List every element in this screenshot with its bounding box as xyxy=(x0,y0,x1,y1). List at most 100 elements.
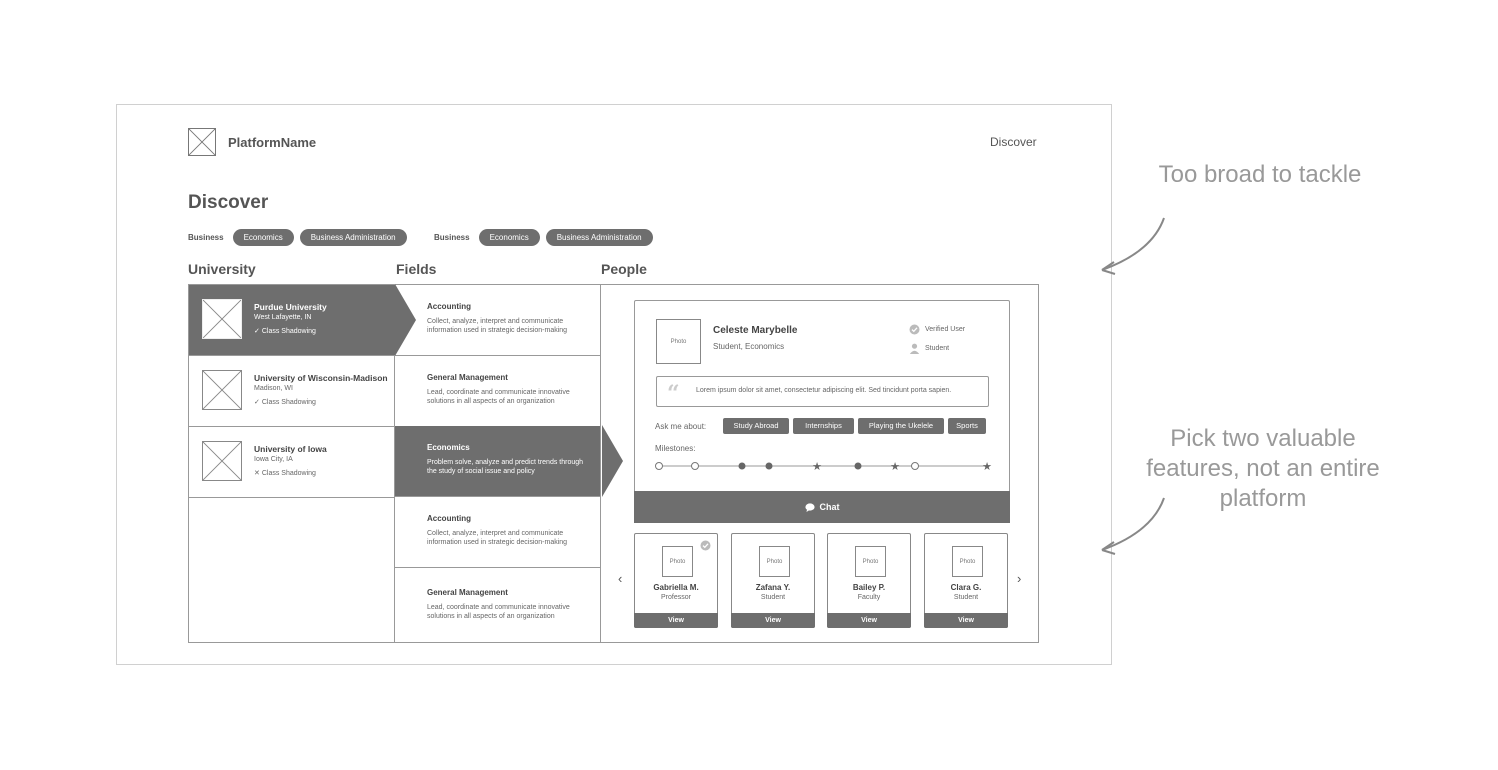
university-image-placeholder-icon xyxy=(202,370,242,410)
filter-chip-economics[interactable]: Economics xyxy=(232,229,294,246)
university-location: Iowa City, IA xyxy=(254,456,293,463)
field-card[interactable]: Economics Problem solve, analyze and pre… xyxy=(395,426,600,497)
field-name: Accounting xyxy=(427,302,471,311)
field-name: Accounting xyxy=(427,514,471,523)
university-image-placeholder-icon xyxy=(202,441,242,481)
university-list: Purdue University West Lafayette, IN ✓ C… xyxy=(189,285,395,642)
selection-arrow xyxy=(395,284,416,356)
field-description: Collect, analyze, interpret and communic… xyxy=(427,318,568,334)
chat-button[interactable]: Chat xyxy=(634,491,1010,523)
filter-chip-economics[interactable]: Economics xyxy=(478,229,540,246)
selection-arrow xyxy=(602,425,623,497)
class-shadowing-status: ✓ Class Shadowing xyxy=(254,328,316,335)
quote-text: Lorem ipsum dolor sit amet, consectetur … xyxy=(696,387,952,394)
milestone-star-icon: ★ xyxy=(982,461,992,473)
person-role: Faculty xyxy=(857,594,881,601)
profile-name: Celeste Marybelle xyxy=(713,325,798,336)
filter-label: Business xyxy=(188,233,224,242)
person-name: Gabriella M. xyxy=(653,583,699,592)
person-icon xyxy=(909,343,920,354)
milestone-done-icon xyxy=(765,462,773,470)
university-card[interactable]: University of Iowa Iowa City, IA ✕ Class… xyxy=(189,427,395,498)
university-card[interactable]: University of Wisconsin-Madison Madison,… xyxy=(189,356,395,427)
milestones-label: Milestones: xyxy=(655,444,696,453)
filter-group: Business Economics Business Administrati… xyxy=(188,229,407,246)
milestone-star-icon: ★ xyxy=(890,461,900,473)
annotation-too-broad: Too broad to tackle xyxy=(1158,161,1362,188)
profile-photo: Photo xyxy=(656,319,701,364)
university-name: University of Iowa xyxy=(254,444,327,454)
university-card[interactable]: Purdue University West Lafayette, IN ✓ C… xyxy=(189,285,395,356)
column-heading-university: University xyxy=(188,261,256,277)
annotation-pick-two: Pick two valuable features, not an entir… xyxy=(1146,425,1380,512)
column-heading-people: People xyxy=(601,261,647,277)
topic-tag[interactable]: Playing the Ukelele xyxy=(858,418,944,434)
person-role: Student xyxy=(953,594,979,601)
verified-check-icon xyxy=(700,540,711,551)
class-shadowing-status: ✕ Class Shadowing xyxy=(254,470,316,477)
person-photo: Photo xyxy=(662,546,693,577)
column-heading-fields: Fields xyxy=(396,261,437,277)
person-card[interactable]: Photo Gabriella M. Professor View xyxy=(634,533,718,628)
nav-discover-link[interactable]: Discover xyxy=(990,135,1037,149)
check-icon: ✓ xyxy=(254,399,260,406)
class-shadowing-status: ✓ Class Shadowing xyxy=(254,399,316,406)
filter-chip-business-administration[interactable]: Business Administration xyxy=(545,229,653,246)
profile-role: Student, Economics xyxy=(713,342,785,351)
university-name: Purdue University xyxy=(254,302,327,312)
carousel-next-button[interactable]: › xyxy=(1017,571,1022,586)
platform-name[interactable]: PlatformName xyxy=(228,135,317,150)
field-list: Accounting Collect, analyze, interpret a… xyxy=(395,285,601,642)
carousel-prev-button[interactable]: ‹ xyxy=(618,571,623,586)
topic-tag[interactable]: Study Abroad xyxy=(723,418,789,434)
field-card[interactable]: Accounting Collect, analyze, interpret a… xyxy=(395,497,600,568)
verified-check-icon xyxy=(909,324,920,335)
logo-placeholder-icon[interactable] xyxy=(188,128,216,156)
milestone-done-icon xyxy=(738,462,746,470)
person-photo: Photo xyxy=(952,546,983,577)
field-card[interactable]: General Management Lead, coordinate and … xyxy=(395,356,600,427)
field-card[interactable]: Accounting Collect, analyze, interpret a… xyxy=(395,285,600,356)
ask-me-about-label: Ask me about: xyxy=(655,422,707,431)
field-name: Economics xyxy=(427,443,470,452)
view-button[interactable]: View xyxy=(634,613,718,628)
filter-chip-business-administration[interactable]: Business Administration xyxy=(299,229,407,246)
verified-user-badge: Verified User xyxy=(909,324,965,335)
view-button[interactable]: View xyxy=(924,613,1008,628)
field-description: Collect, analyze, interpret and communic… xyxy=(427,530,568,546)
person-photo: Photo xyxy=(855,546,886,577)
milestone-star-icon: ★ xyxy=(812,461,822,473)
milestone-done-icon xyxy=(854,462,862,470)
person-card[interactable]: Photo Bailey P. Faculty View xyxy=(827,533,911,628)
person-name: Clara G. xyxy=(950,583,982,592)
field-card[interactable]: General Management Lead, coordinate and … xyxy=(395,571,600,642)
profile-card: Photo Celeste Marybelle Student, Economi… xyxy=(634,300,1010,523)
view-button[interactable]: View xyxy=(827,613,911,628)
topic-tag[interactable]: Sports xyxy=(948,418,986,434)
view-button[interactable]: View xyxy=(731,613,815,628)
discover-board: Purdue University West Lafayette, IN ✓ C… xyxy=(188,284,1039,643)
field-name: General Management xyxy=(427,373,508,382)
person-name: Bailey P. xyxy=(852,583,886,592)
person-name: Zafana Y. xyxy=(755,583,791,592)
milestones-timeline: ★ ★ ★ xyxy=(655,461,992,473)
page-title: Discover xyxy=(188,192,269,213)
filter-group: Business Economics Business Administrati… xyxy=(434,229,653,246)
topic-tag[interactable]: Internships xyxy=(793,418,854,434)
milestone-open-icon xyxy=(655,462,663,470)
person-role: Professor xyxy=(661,594,691,601)
x-icon: ✕ xyxy=(254,470,260,477)
person-role: Student xyxy=(760,594,786,601)
profile-quote: “ Lorem ipsum dolor sit amet, consectetu… xyxy=(656,376,989,407)
university-name: University of Wisconsin-Madison xyxy=(254,373,388,383)
annotation-arrow-icon xyxy=(1101,217,1165,275)
field-description: Problem solve, analyze and predict trend… xyxy=(427,459,584,475)
quote-icon: “ xyxy=(667,381,680,407)
milestone-open-icon xyxy=(691,462,699,470)
university-image-placeholder-icon xyxy=(202,299,242,339)
person-card[interactable]: Photo Zafana Y. Student View xyxy=(731,533,815,628)
annotation-arrow-icon xyxy=(1101,497,1165,555)
filter-label: Business xyxy=(434,233,470,242)
user-type-badge: Student xyxy=(909,343,949,354)
person-card[interactable]: Photo Clara G. Student View xyxy=(924,533,1008,628)
